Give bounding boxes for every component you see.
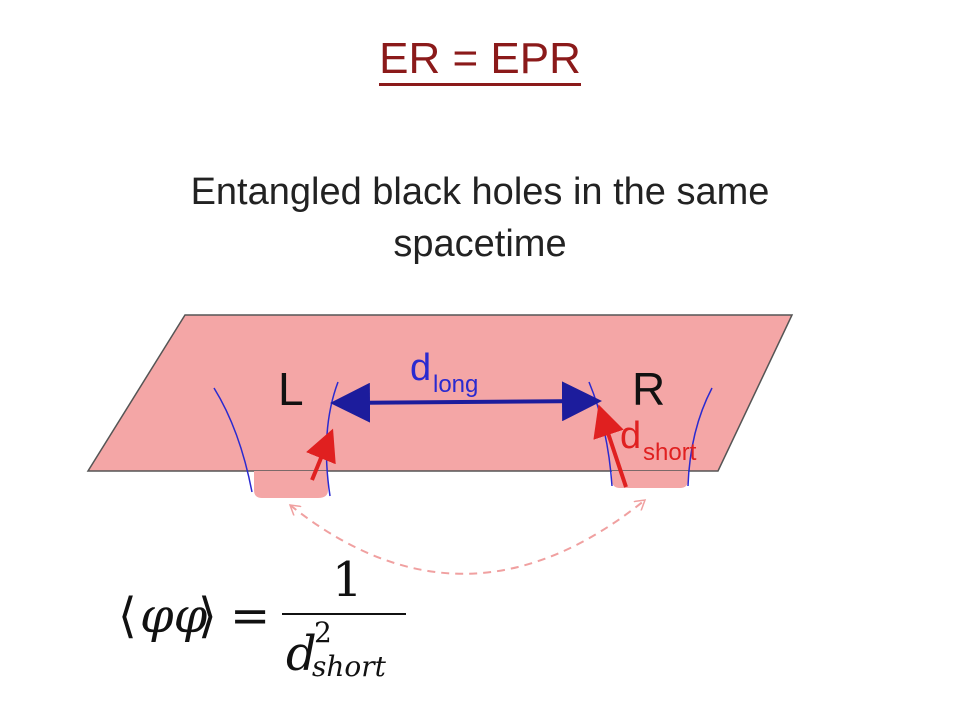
formula-close-bracket: ⟩ (198, 588, 217, 644)
correlator-formula: ⟨ φφ ⟩ = 1 d 2 short (118, 552, 406, 683)
left-horizon-outer (213, 387, 253, 493)
right-horizon-inner (687, 387, 713, 487)
d-short-arrow-left (306, 428, 336, 481)
d-short-arrow-right (593, 404, 628, 488)
slide-title: ER = EPR (0, 34, 960, 86)
label-left: L (278, 363, 304, 415)
right-throat-bottom (612, 471, 688, 488)
left-throat-bottom (254, 471, 328, 498)
d-long-sub: long (433, 371, 478, 398)
formula-numerator: 1 (332, 552, 363, 608)
d-long-base: d (410, 347, 431, 389)
formula-den-sup: 2 (314, 616, 332, 649)
d-short-sub: short (643, 439, 697, 466)
formula-den-sub: short (312, 650, 387, 683)
dashed-connection-arc (290, 500, 645, 575)
formula-equals: = (230, 588, 270, 644)
formula-den-base: d (286, 626, 317, 682)
slide-subtitle: Entangled black holes in the same spacet… (190, 171, 770, 265)
d-long-arrow (330, 381, 602, 423)
formula-open-bracket: ⟨ (118, 588, 137, 644)
label-right: R (632, 363, 665, 415)
d-short-label: d short (620, 415, 697, 466)
formula-lhs: φφ (140, 588, 208, 644)
d-long-label: d long (410, 347, 478, 398)
d-short-base: d (620, 415, 641, 457)
